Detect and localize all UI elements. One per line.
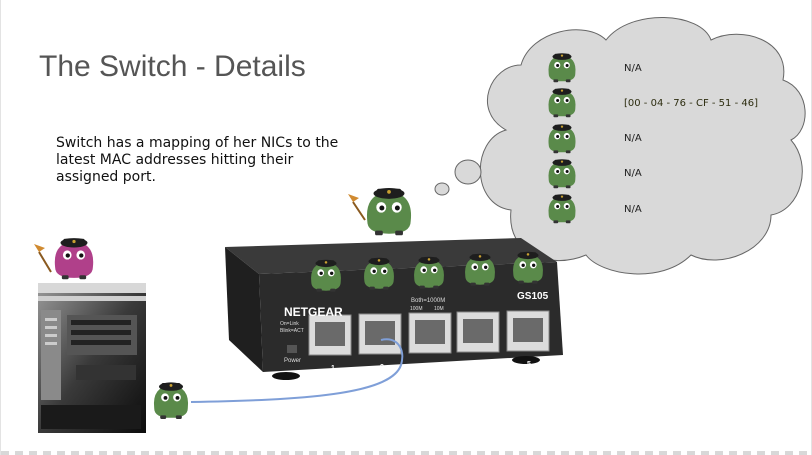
switch-image (225, 238, 563, 380)
mac-entry-4: N/A (624, 168, 642, 179)
switch-legend-100: 100M (410, 306, 423, 312)
switch-brand: NETGEAR (284, 305, 343, 319)
port-number-1: 1 (331, 365, 335, 372)
port-number-3: 3 (429, 363, 433, 370)
network-cable (190, 338, 404, 403)
port-number-5: 5 (527, 361, 531, 368)
switch-legend-both: Both=1000M (411, 298, 445, 304)
mac-entry-2: [00 - 04 - 76 - CF - 51 - 46] (624, 98, 758, 109)
port-number-4: 4 (478, 362, 482, 369)
switch-blink: Blink=ACT (280, 328, 304, 334)
pink-mascot-icon (34, 238, 94, 280)
mac-entry-5: N/A (624, 204, 642, 215)
slide-bottom-border (1, 451, 812, 455)
switch-top-mascot-icon (348, 187, 412, 236)
switch-model: GS105 (517, 291, 549, 302)
slide-title: The Switch - Details (39, 50, 306, 83)
mac-entry-3: N/A (624, 133, 642, 144)
thought-cloud (434, 17, 806, 275)
port-number-2: 2 (380, 364, 384, 371)
switch-onlink: On=Link (280, 321, 299, 327)
switch-legend-10: 10M (434, 306, 444, 312)
slide-body-text: Switch has a mapping of her NICs to the … (56, 135, 339, 185)
server-photo (38, 283, 146, 433)
nic-mascot-icon (153, 382, 189, 419)
switch-power-label: Power (284, 358, 301, 364)
mac-entry-1: N/A (624, 63, 642, 74)
